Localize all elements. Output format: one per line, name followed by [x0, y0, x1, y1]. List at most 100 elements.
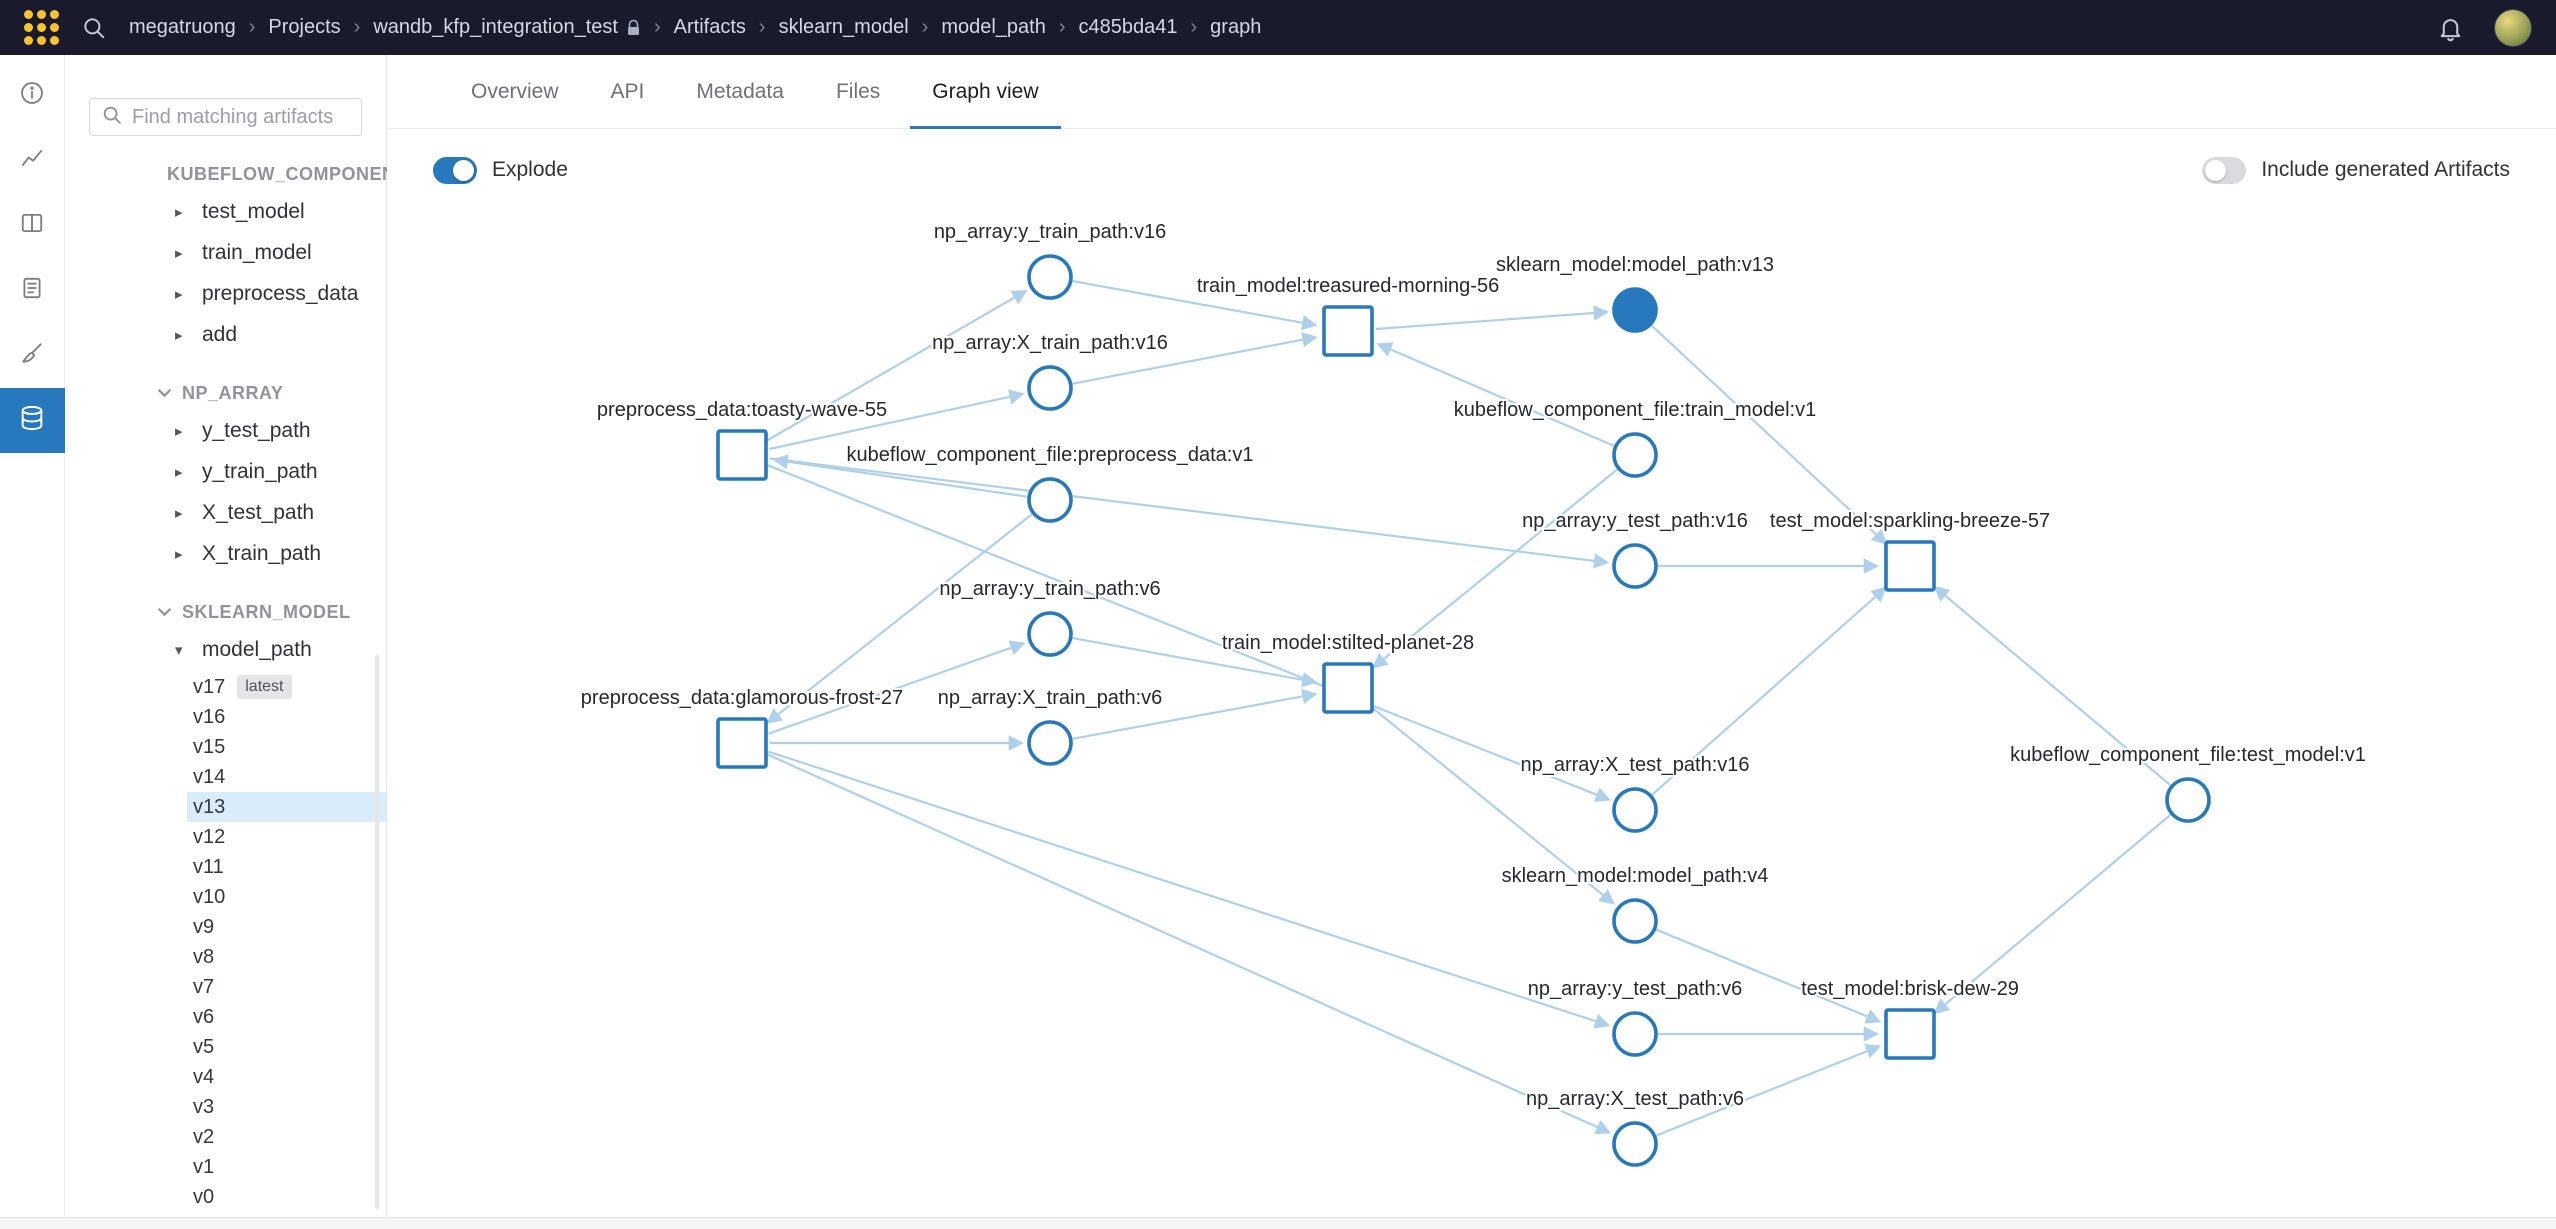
graph-controls: Explode Include generated Artifacts	[387, 129, 2556, 211]
tab-api[interactable]: API	[610, 79, 645, 103]
type-section-header[interactable]: NP_ARRAY	[65, 376, 386, 410]
explode-toggle[interactable]	[433, 156, 477, 184]
graph-node-run_toasty[interactable]	[716, 429, 768, 481]
graph-node-np_y_train_v16[interactable]	[1027, 254, 1073, 300]
graph-node-np_y_test_v6[interactable]	[1612, 1011, 1658, 1057]
version-v12[interactable]: v12	[193, 825, 226, 848]
version-v3[interactable]: v3	[193, 1095, 215, 1118]
graph-node-run_treasured[interactable]	[1322, 305, 1374, 357]
version-v8[interactable]: v8	[193, 945, 215, 968]
chevron-down-icon	[157, 608, 172, 617]
global-search-icon[interactable]	[81, 15, 107, 41]
collection-X_train_path[interactable]: ▸X_train_path	[175, 541, 322, 565]
notifications-bell-icon[interactable]	[2437, 14, 2464, 42]
breadcrumb-item[interactable]: sklearn_model	[778, 16, 909, 38]
tab-graph-view[interactable]: Graph view	[910, 55, 1061, 129]
search-icon	[101, 104, 123, 131]
toggle-knob	[2205, 159, 2227, 181]
breadcrumb-item[interactable]: Projects	[268, 16, 341, 38]
graph-node-kfc_preprocess[interactable]	[1027, 477, 1073, 523]
type-section-header[interactable]: KUBEFLOW_COMPONENT...	[65, 157, 421, 191]
triangle-collapsed-icon: ▸	[175, 545, 183, 563]
version-v10[interactable]: v10	[193, 885, 226, 908]
chevron-down-icon	[157, 389, 172, 398]
breadcrumb-separator: ›	[1190, 16, 1198, 38]
breadcrumb-item[interactable]: Artifacts	[673, 16, 746, 38]
wandb-logo[interactable]	[24, 10, 59, 45]
collection-y_test_path[interactable]: ▸y_test_path	[175, 418, 311, 442]
sidebar-scrollbar[interactable]	[375, 655, 379, 1209]
breadcrumb-item[interactable]: model_path	[941, 16, 1046, 38]
collection-train_model[interactable]: ▸train_model	[175, 240, 312, 264]
rail-workspace-button[interactable]	[0, 128, 65, 193]
breadcrumb-separator: ›	[248, 16, 256, 38]
version-v4[interactable]: v4	[193, 1065, 215, 1088]
breadcrumb-separator: ›	[1058, 16, 1066, 38]
version-v13[interactable]: v13	[187, 792, 423, 822]
version-v6[interactable]: v6	[193, 1005, 215, 1028]
collection-test_model[interactable]: ▸test_model	[175, 199, 305, 223]
graph-node-np_X_test_v16[interactable]	[1612, 787, 1658, 833]
topbar-right	[2437, 8, 2532, 47]
graph-node-np_X_test_v6[interactable]	[1612, 1121, 1658, 1167]
breadcrumb-separator: ›	[758, 16, 766, 38]
graph-node-run_brisk[interactable]	[1884, 1008, 1936, 1060]
rail-logs-button[interactable]	[0, 258, 65, 323]
tab-metadata[interactable]: Metadata	[696, 79, 784, 103]
version-v16[interactable]: v16	[193, 705, 226, 728]
graph-node-np_y_train_v6[interactable]	[1027, 611, 1073, 657]
tab-overview[interactable]: Overview	[471, 79, 559, 103]
breadcrumb-item[interactable]: megatruong	[129, 16, 236, 38]
graph-node-np_y_test_v16[interactable]	[1612, 543, 1658, 589]
rail-tables-button[interactable]	[0, 193, 65, 258]
version-v11[interactable]: v11	[193, 855, 224, 878]
graph-node-run_stilted[interactable]	[1322, 662, 1374, 714]
graph-node-run_sparkling[interactable]	[1884, 540, 1936, 592]
collection-y_train_path[interactable]: ▸y_train_path	[175, 459, 318, 483]
triangle-expanded-icon: ▾	[175, 641, 183, 659]
tab-files[interactable]: Files	[835, 79, 881, 103]
version-v9[interactable]: v9	[193, 915, 215, 938]
collection-preprocess_data[interactable]: ▸preprocess_data	[175, 281, 359, 305]
collection-model_path[interactable]: ▾model_path	[175, 637, 312, 661]
graph-node-run_glamorous[interactable]	[716, 717, 768, 769]
graph-node-kfc_train[interactable]	[1612, 432, 1658, 478]
table-icon	[19, 210, 45, 241]
breadcrumb-item[interactable]: wandb_kfp_integration_test	[373, 16, 641, 39]
triangle-collapsed-icon: ▸	[175, 285, 183, 303]
version-v14[interactable]: v14	[193, 765, 226, 788]
artifact-search-input[interactable]	[132, 105, 350, 129]
include-generated-toggle[interactable]	[2202, 156, 2247, 184]
version-v1[interactable]: v1	[193, 1155, 215, 1178]
avatar[interactable]	[2494, 8, 2532, 47]
topbar: megatruong › Projects › wandb_kfp_integratio…	[0, 0, 2556, 55]
triangle-collapsed-icon: ▸	[175, 422, 183, 440]
version-v0[interactable]: v0	[193, 1185, 215, 1208]
graph-node-np_X_train_v16[interactable]	[1027, 365, 1073, 411]
rail-sweeps-button[interactable]	[0, 323, 65, 388]
collection-add[interactable]: ▸add	[175, 322, 238, 346]
content-frame: KUBEFLOW_COMPONENT... ▸test_model ▸train_m…	[0, 55, 2556, 1217]
breadcrumb-item[interactable]: graph	[1210, 16, 1262, 38]
artifact-tree: KUBEFLOW_COMPONENT... ▸test_model ▸train_m…	[65, 157, 423, 1212]
graph-node-sk_model_v13[interactable]	[1612, 287, 1658, 333]
horizontal-scrollbar-track[interactable]	[0, 1217, 2556, 1229]
graph-node-kfc_test[interactable]	[2165, 777, 2211, 823]
artifact-search-box	[89, 98, 362, 136]
left-icon-rail	[0, 55, 65, 1217]
breadcrumb-item[interactable]: c485bda41	[1078, 16, 1178, 38]
version-v2[interactable]: v2	[193, 1125, 215, 1148]
type-section-header[interactable]: SKLEARN_MODEL	[65, 595, 386, 629]
rail-overview-button[interactable]	[0, 63, 65, 128]
version-v15[interactable]: v15	[193, 735, 226, 758]
graph-node-sk_model_v4[interactable]	[1612, 898, 1658, 944]
version-v7[interactable]: v7	[193, 975, 215, 998]
collection-X_test_path[interactable]: ▸X_test_path	[175, 500, 315, 524]
version-v5[interactable]: v5	[193, 1035, 215, 1058]
triangle-collapsed-icon: ▸	[175, 463, 183, 481]
rail-artifacts-button[interactable]	[0, 388, 65, 453]
graph-node-np_X_train_v6[interactable]	[1027, 720, 1073, 766]
